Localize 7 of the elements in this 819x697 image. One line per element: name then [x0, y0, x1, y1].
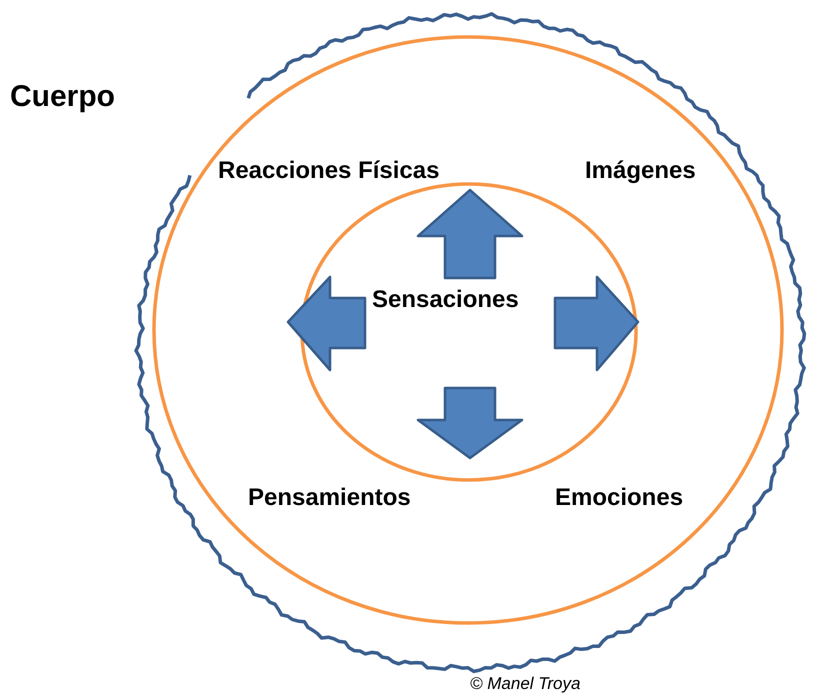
- node-label: Cuerpo: [10, 80, 115, 114]
- node-label: Emociones: [555, 484, 684, 512]
- node-label: Reacciones Físicas: [218, 157, 440, 185]
- node-label: Pensamientos: [248, 484, 411, 512]
- copyright-note: © Manel Troya: [470, 674, 580, 694]
- node-label: Imágenes: [585, 157, 696, 185]
- node-label: Sensaciones: [372, 286, 519, 314]
